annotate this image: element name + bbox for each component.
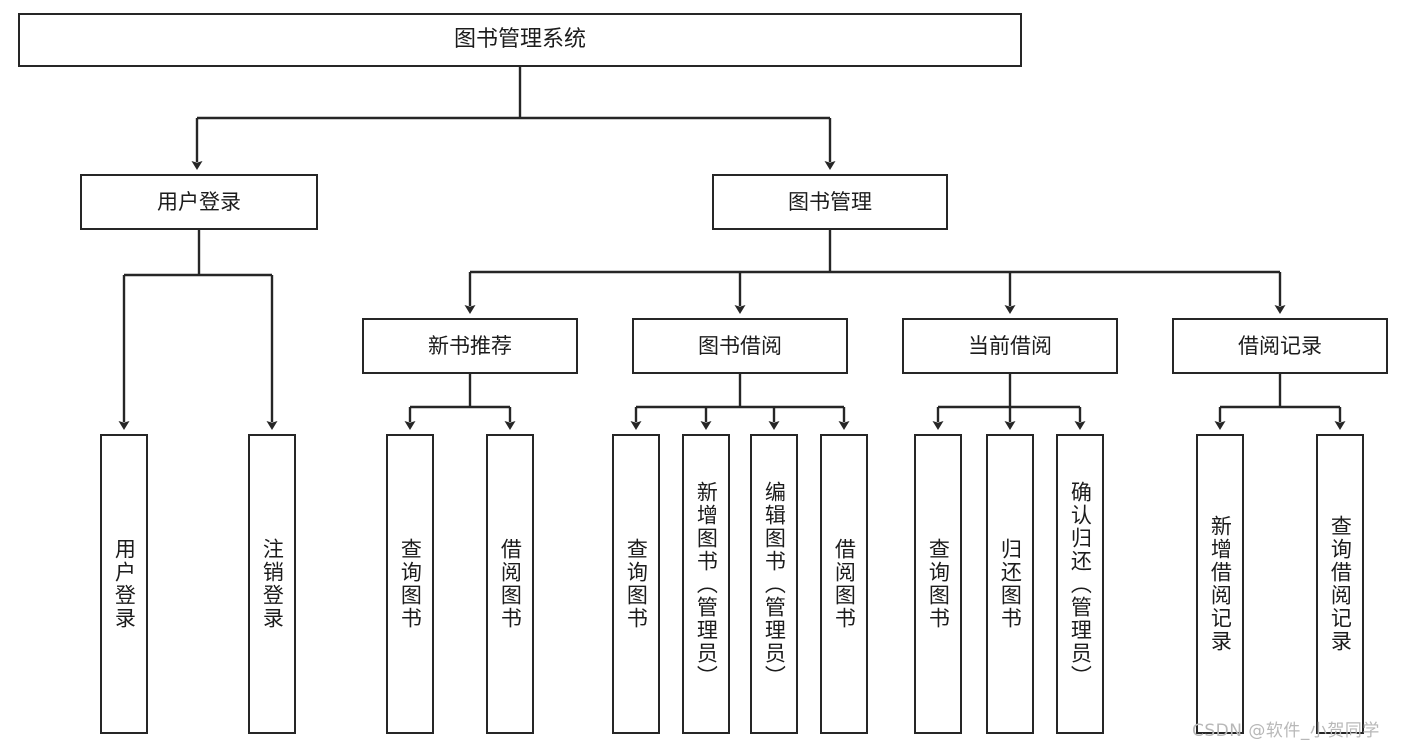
csdn-watermark: CSDN @软件_小贺同学 — [1192, 721, 1380, 741]
node-leaf-borrow-book-1[interactable]: 借阅图书 — [486, 434, 534, 734]
node-leaf-query-book-1-label: 查询图书 — [398, 538, 423, 630]
node-leaf-return-book[interactable]: 归还图书 — [986, 434, 1034, 734]
node-leaf-add-record-label: 新增借阅记录 — [1208, 515, 1233, 653]
node-book-borrow-label: 图书借阅 — [698, 333, 782, 358]
node-leaf-add-book[interactable]: 新增图书（管理员） — [682, 434, 730, 734]
node-leaf-query-book-3-label: 查询图书 — [926, 538, 951, 630]
node-book-borrow[interactable]: 图书借阅 — [632, 318, 848, 374]
node-leaf-confirm-return-label: 确认归还（管理员） — [1068, 480, 1093, 688]
node-leaf-query-record-label: 查询借阅记录 — [1328, 515, 1353, 653]
node-leaf-query-book-2[interactable]: 查询图书 — [612, 434, 660, 734]
node-leaf-borrow-book-1-label: 借阅图书 — [498, 538, 523, 630]
node-leaf-add-book-label: 新增图书（管理员） — [694, 480, 719, 688]
node-leaf-user-login-label: 用户登录 — [112, 538, 137, 630]
node-new-book-recommend-label: 新书推荐 — [428, 333, 512, 358]
node-leaf-query-book-2-label: 查询图书 — [624, 538, 649, 630]
node-book-manage[interactable]: 图书管理 — [712, 174, 948, 230]
node-leaf-user-logout[interactable]: 注销登录 — [248, 434, 296, 734]
node-leaf-edit-book-label: 编辑图书（管理员） — [762, 480, 787, 688]
node-leaf-add-record[interactable]: 新增借阅记录 — [1196, 434, 1244, 734]
node-user-login[interactable]: 用户登录 — [80, 174, 318, 230]
node-leaf-edit-book[interactable]: 编辑图书（管理员） — [750, 434, 798, 734]
node-current-borrow[interactable]: 当前借阅 — [902, 318, 1118, 374]
node-leaf-user-logout-label: 注销登录 — [260, 538, 285, 630]
node-leaf-confirm-return[interactable]: 确认归还（管理员） — [1056, 434, 1104, 734]
node-borrow-record[interactable]: 借阅记录 — [1172, 318, 1388, 374]
node-current-borrow-label: 当前借阅 — [968, 333, 1052, 358]
node-leaf-user-login[interactable]: 用户登录 — [100, 434, 148, 734]
node-borrow-record-label: 借阅记录 — [1238, 333, 1322, 358]
node-leaf-borrow-book-2-label: 借阅图书 — [832, 538, 857, 630]
node-leaf-borrow-book-2[interactable]: 借阅图书 — [820, 434, 868, 734]
node-root[interactable]: 图书管理系统 — [18, 13, 1022, 67]
node-leaf-query-record[interactable]: 查询借阅记录 — [1316, 434, 1364, 734]
node-leaf-query-book-1[interactable]: 查询图书 — [386, 434, 434, 734]
node-root-label: 图书管理系统 — [453, 27, 586, 53]
node-leaf-return-book-label: 归还图书 — [998, 538, 1023, 630]
node-book-manage-label: 图书管理 — [788, 189, 872, 214]
node-user-login-label: 用户登录 — [157, 189, 241, 214]
node-leaf-query-book-3[interactable]: 查询图书 — [914, 434, 962, 734]
node-new-book-recommend[interactable]: 新书推荐 — [362, 318, 578, 374]
